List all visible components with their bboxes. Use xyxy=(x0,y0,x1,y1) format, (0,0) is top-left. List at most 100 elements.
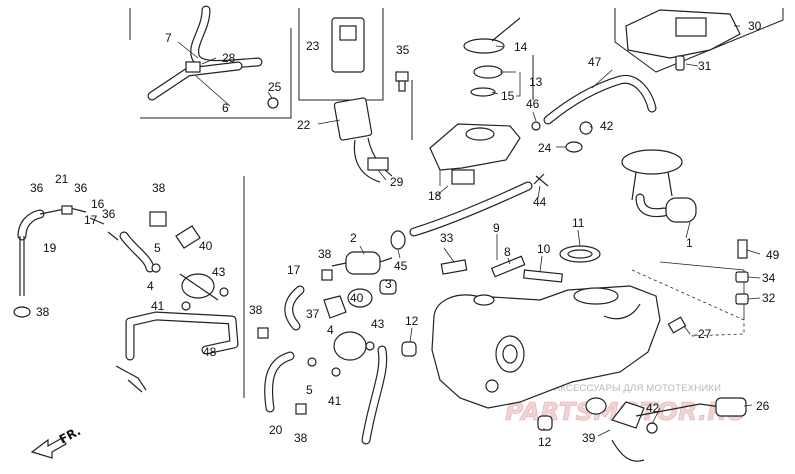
cap-seal xyxy=(470,87,496,97)
bolt-49 xyxy=(737,239,748,259)
fuel-filter-body xyxy=(345,251,381,275)
callout-28: 28 xyxy=(222,51,236,65)
sender-body xyxy=(611,401,645,429)
tank-label-27 xyxy=(667,316,687,334)
filler-neck xyxy=(465,127,495,141)
clip-16 xyxy=(89,217,119,241)
callout-21: 21 xyxy=(55,172,69,186)
clip-5 xyxy=(151,263,161,273)
breather-hose-assembly xyxy=(147,5,279,109)
callout-11: 11 xyxy=(572,216,585,230)
bracket-pin xyxy=(675,55,685,71)
callout-26: 26 xyxy=(756,399,770,413)
callout-4b: 4 xyxy=(327,323,334,337)
bolt-43 xyxy=(219,287,229,297)
callout-34: 34 xyxy=(762,271,776,285)
relay-connector xyxy=(339,25,357,41)
callout-38b: 38 xyxy=(36,305,50,319)
cap-lock xyxy=(473,65,503,79)
callout-44: 44 xyxy=(533,195,547,209)
callout-38e: 38 xyxy=(294,431,308,445)
purge-valve xyxy=(333,331,367,361)
bolt-41b xyxy=(331,367,341,377)
filler-cap-set xyxy=(463,17,521,97)
pump-gasket-inner xyxy=(567,249,593,259)
cap-tether xyxy=(491,17,521,42)
front-direction-marker: FR. xyxy=(30,424,83,459)
callout-20: 20 xyxy=(269,423,283,437)
relay-ecu xyxy=(331,17,393,183)
fuel-level-sender xyxy=(585,397,747,462)
callout-47: 47 xyxy=(588,55,602,69)
callout-38a: 38 xyxy=(152,181,166,195)
clip-38b xyxy=(257,327,269,339)
callout-32: 32 xyxy=(762,291,776,305)
callout-42b: 42 xyxy=(646,401,660,415)
callout-1: 1 xyxy=(686,236,693,250)
filler-cap xyxy=(463,38,505,54)
callout-12b: 12 xyxy=(538,435,552,449)
sender-float xyxy=(715,397,747,417)
callout-33: 33 xyxy=(440,231,454,245)
callout-38c: 38 xyxy=(249,303,263,317)
bracket-foot xyxy=(451,169,475,185)
tee-joint xyxy=(61,205,73,215)
cushion-3 xyxy=(379,279,397,295)
strip-33 xyxy=(440,259,468,275)
grommet-32 xyxy=(735,293,749,305)
callout-5: 5 xyxy=(154,241,161,255)
hose-clip xyxy=(185,61,201,73)
bolt-43b xyxy=(365,341,375,351)
pump-flange xyxy=(621,149,683,175)
callout-46: 46 xyxy=(526,97,540,111)
clip-44 xyxy=(533,173,549,187)
callout-35: 35 xyxy=(396,43,410,57)
callout-12: 12 xyxy=(405,314,419,328)
watermark-text: ЗАПЧАСТИ И АКСЕССУАРЫ ДЛЯ МОТОТЕХНИКИ xyxy=(489,383,721,394)
callout-42a: 42 xyxy=(600,119,614,133)
frame-bracket-group xyxy=(614,8,784,73)
frame-relay-group xyxy=(298,8,384,101)
callout-16: 16 xyxy=(91,197,105,211)
callout-3: 3 xyxy=(385,277,392,291)
grommet-40 xyxy=(347,288,373,308)
callout-36c: 36 xyxy=(102,207,116,221)
evap-group xyxy=(13,205,239,393)
fuel-filter xyxy=(331,230,468,295)
callout-8: 8 xyxy=(504,245,511,259)
callout-37: 37 xyxy=(306,307,320,321)
nut-42 xyxy=(579,121,593,135)
callout-17: 17 xyxy=(287,263,301,277)
valve-40 xyxy=(175,225,201,249)
bracket-37 xyxy=(323,295,347,319)
tank-drain xyxy=(485,379,499,393)
tank-dashed-outline xyxy=(631,269,745,337)
callout-25: 25 xyxy=(268,80,282,94)
bracket-13-lines xyxy=(516,72,521,97)
hose-48-end xyxy=(115,365,147,393)
clip-38d xyxy=(321,269,333,281)
callout-29: 29 xyxy=(390,175,404,189)
callout-31: 31 xyxy=(698,59,712,73)
callout-41b: 41 xyxy=(328,394,342,408)
bolt-head xyxy=(395,71,409,82)
filler-neck-bracket xyxy=(429,123,521,171)
callout-5b: 5 xyxy=(306,383,313,397)
clip-5b xyxy=(307,357,317,367)
bolt-35 xyxy=(395,71,409,92)
clamp-38 xyxy=(13,306,31,318)
callout-27: -27 xyxy=(694,327,712,341)
tank-gauge-port xyxy=(495,335,525,373)
callout-36a: 36 xyxy=(30,181,44,195)
callout-9: 9 xyxy=(493,221,500,235)
center-hoses xyxy=(257,269,388,445)
bracket-38 xyxy=(149,211,167,227)
strip-10 xyxy=(523,269,563,283)
tank-gauge-port-inner xyxy=(502,344,518,364)
front-direction-label: FR. xyxy=(57,424,83,447)
grommet-45 xyxy=(390,230,406,250)
frame-hose-group xyxy=(140,28,292,119)
front-arrow-icon xyxy=(30,437,67,459)
callout-40b: 40 xyxy=(350,291,364,305)
